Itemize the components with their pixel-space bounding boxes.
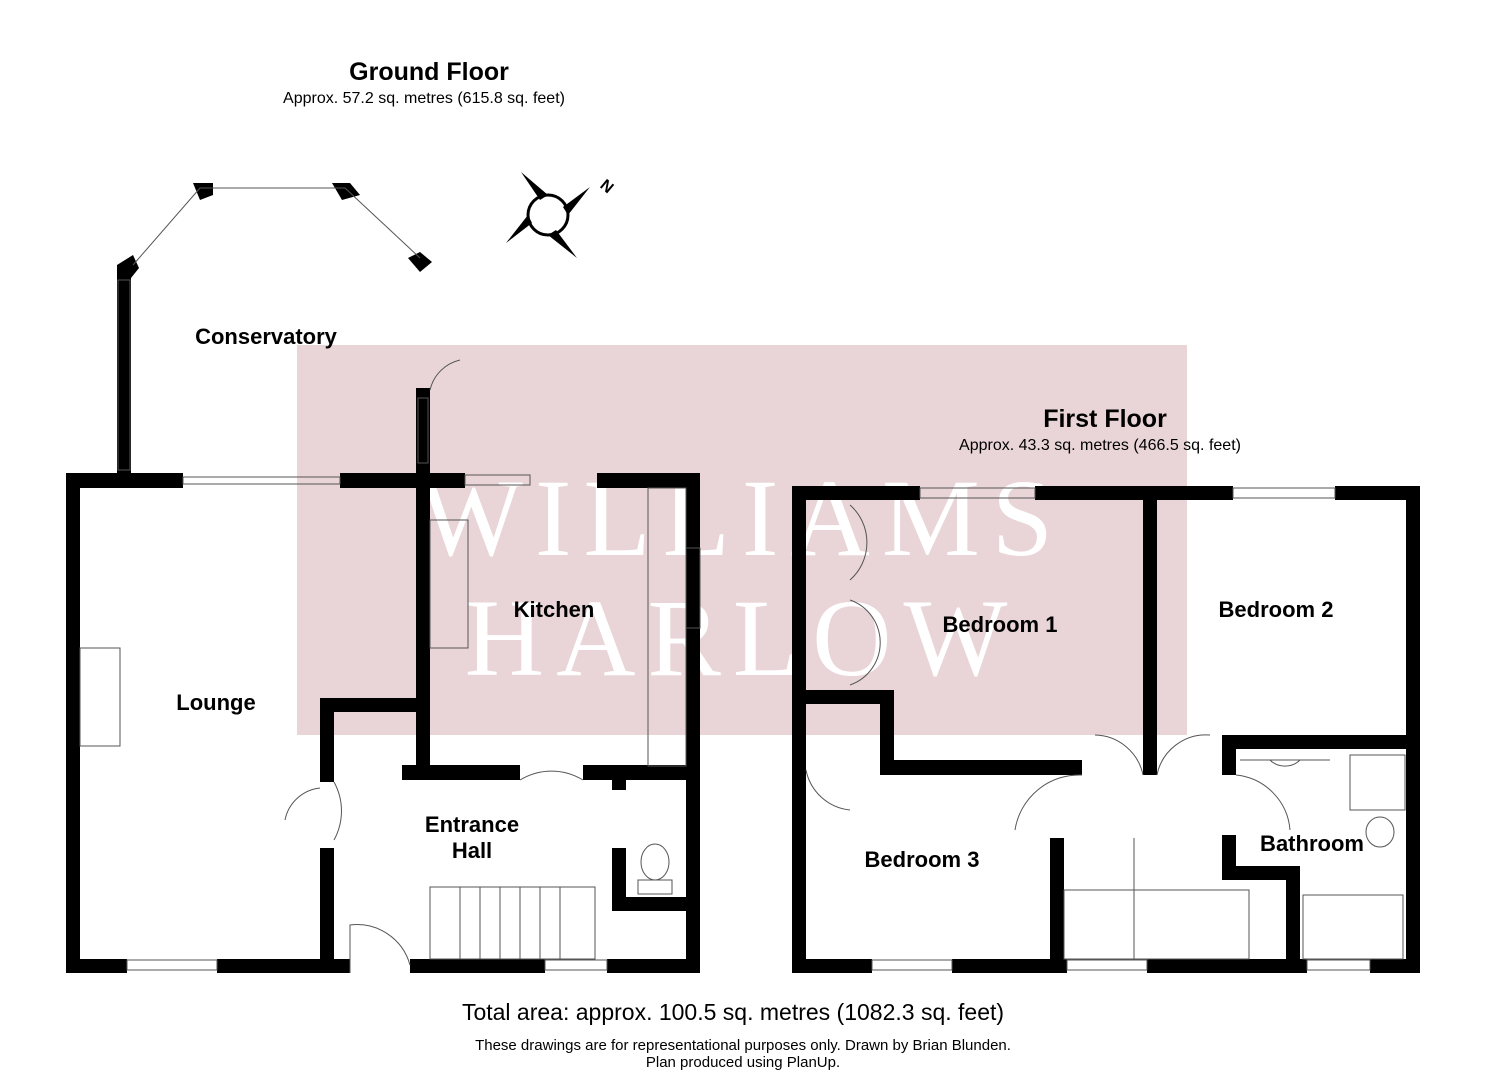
room-entrance-hall-line2: Hall (451, 838, 493, 863)
room-entrance-hall-line1: Entrance (424, 812, 520, 837)
watermark-line2: HARLOW (465, 577, 1020, 699)
ground-floor-title: Ground Floor (349, 58, 509, 86)
first-floor-area: Approx. 43.3 sq. metres (466.5 sq. feet) (959, 437, 1241, 454)
svg-text:N: N (597, 177, 617, 197)
ground-floor-walls (66, 183, 700, 973)
room-bathroom: Bathroom (1260, 831, 1364, 856)
first-floor-details (805, 487, 1406, 971)
watermark-line1: WILLIAMS (419, 457, 1065, 579)
watermark-box (297, 345, 1187, 735)
room-bedroom-2: Bedroom 2 (1218, 597, 1334, 622)
disclaimer-line2: Plan produced using PlanUp. (645, 1054, 841, 1071)
ground-floor-area: Approx. 57.2 sq. metres (615.8 sq. feet) (283, 90, 565, 107)
first-floor-walls (792, 486, 1420, 973)
room-bedroom-3: Bedroom 3 (864, 847, 980, 872)
room-conservatory: Conservatory (195, 324, 337, 349)
compass-icon: N (506, 172, 616, 258)
room-bedroom-1: Bedroom 1 (942, 612, 1058, 637)
first-floor-title: First Floor (1043, 405, 1167, 433)
total-area: Total area: approx. 100.5 sq. metres (10… (461, 999, 1005, 1025)
ground-floor-details (79, 187, 701, 973)
disclaimer-line1: These drawings are for representational … (475, 1037, 1011, 1054)
room-lounge: Lounge (176, 690, 256, 715)
room-kitchen: Kitchen (513, 597, 595, 622)
